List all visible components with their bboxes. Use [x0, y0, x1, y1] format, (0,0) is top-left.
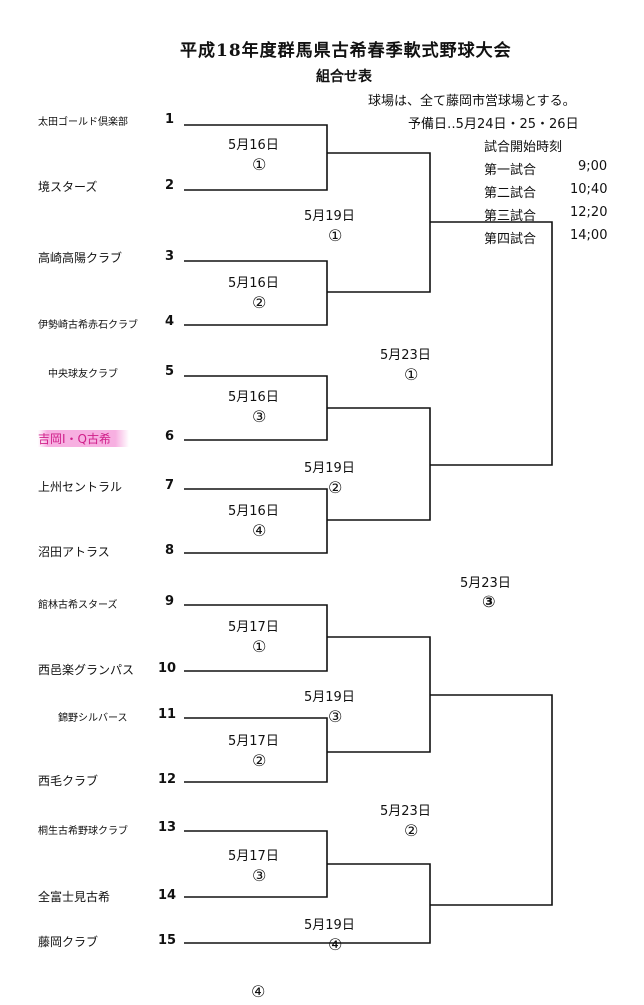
team-seed: 15	[158, 933, 177, 948]
team-seed: 3	[165, 249, 175, 264]
bracket-line	[184, 717, 328, 783]
page-title: 平成18年度群馬県古希春季軟式野球大会	[180, 41, 512, 61]
game-date: 5月19日	[304, 461, 355, 476]
game-date: 5月17日	[228, 734, 279, 749]
game-date: 5月19日	[304, 918, 355, 933]
game-number: ②	[252, 293, 267, 312]
game-number: ③	[252, 866, 267, 885]
team-name: 錦野シルバース	[58, 713, 128, 724]
bracket-line	[184, 124, 328, 191]
team-seed: 7	[165, 478, 175, 493]
team-name: 藤岡クラブ	[38, 935, 99, 949]
game-date: 5月16日	[228, 138, 279, 153]
team-name: 伊勢崎古希赤石クラブ	[38, 320, 138, 331]
bracket-line	[184, 830, 328, 898]
game-number: ④	[252, 521, 267, 540]
team-seed: 9	[165, 594, 175, 609]
team-name: 境スターズ	[38, 180, 98, 194]
schedule-label: 第一試合	[484, 163, 537, 178]
game-number: ①	[252, 637, 267, 656]
game-date: 5月17日	[228, 620, 279, 635]
team-name: 上州セントラル	[38, 480, 123, 494]
bracket-line	[184, 604, 328, 672]
page-subtitle: 組合せ表	[316, 69, 372, 85]
team-seed: 12	[158, 772, 177, 787]
game-number: ①	[404, 365, 419, 384]
game-date: 5月16日	[228, 390, 279, 405]
bottom-game-number: ④	[251, 982, 266, 1001]
game-date: 5月16日	[228, 276, 279, 291]
schedule-label: 第二試合	[484, 186, 537, 201]
team-name: 全富士見古希	[38, 890, 111, 904]
team-name: 太田ゴールド倶楽部	[38, 117, 128, 128]
team-name: 西毛クラブ	[38, 774, 99, 788]
venue-note: 球場は、全て藤岡市営球場とする。	[368, 94, 576, 109]
team-name: 中央球友クラブ	[48, 369, 118, 380]
game-number: ③	[328, 707, 343, 726]
bracket-line	[184, 488, 328, 554]
game-number: ③	[252, 407, 267, 426]
team-name: 高崎高陽クラブ	[38, 251, 123, 265]
game-number: ①	[252, 155, 267, 174]
game-number: ④	[328, 935, 343, 954]
bracket-line	[184, 863, 431, 944]
final-game-number: ③	[482, 592, 496, 611]
team-seed: 8	[165, 543, 175, 558]
schedule-time: 10;40	[570, 182, 608, 197]
schedule-time: 14;00	[570, 228, 608, 243]
schedule-label: 第四試合	[484, 232, 537, 247]
team-seed: 4	[165, 314, 175, 329]
reserve-day-note: 予備日‥5月24日・25・26日	[408, 117, 579, 132]
team-seed: 14	[158, 888, 177, 903]
schedule-time: 12;20	[570, 205, 608, 220]
team-seed: 13	[158, 820, 177, 835]
game-number: ②	[252, 751, 267, 770]
game-number: ②	[328, 478, 343, 497]
team-seed: 1	[165, 112, 175, 127]
final-game-date: 5月23日	[460, 576, 511, 591]
game-date: 5月16日	[228, 504, 279, 519]
team-name: 西邑楽グランパス	[38, 663, 135, 677]
game-date: 5月19日	[304, 690, 355, 705]
game-number: ①	[328, 226, 343, 245]
team-seed: 10	[158, 661, 177, 676]
game-date: 5月23日	[380, 804, 431, 819]
team-name: 館林古希スターズ	[38, 600, 118, 611]
team-seed: 11	[158, 707, 177, 722]
start-time-heading: 試合開始時刻	[484, 140, 563, 155]
bracket-line	[327, 407, 431, 521]
schedule-label: 第三試合	[484, 209, 537, 224]
team-name: 桐生古希野球クラブ	[38, 826, 128, 837]
team-name: 吉岡I・Q古希	[38, 430, 129, 447]
team-seed: 6	[165, 429, 175, 444]
bracket-line	[430, 221, 553, 466]
team-name: 沼田アトラス	[38, 545, 110, 559]
schedule-time: 9;00	[578, 159, 608, 174]
game-number: ②	[404, 821, 419, 840]
bracket-line	[184, 260, 328, 326]
bracket-line	[430, 694, 553, 906]
team-seed: 5	[165, 364, 175, 379]
game-date: 5月23日	[380, 348, 431, 363]
game-date: 5月19日	[304, 209, 355, 224]
game-date: 5月17日	[228, 849, 279, 864]
team-seed: 2	[165, 178, 175, 193]
